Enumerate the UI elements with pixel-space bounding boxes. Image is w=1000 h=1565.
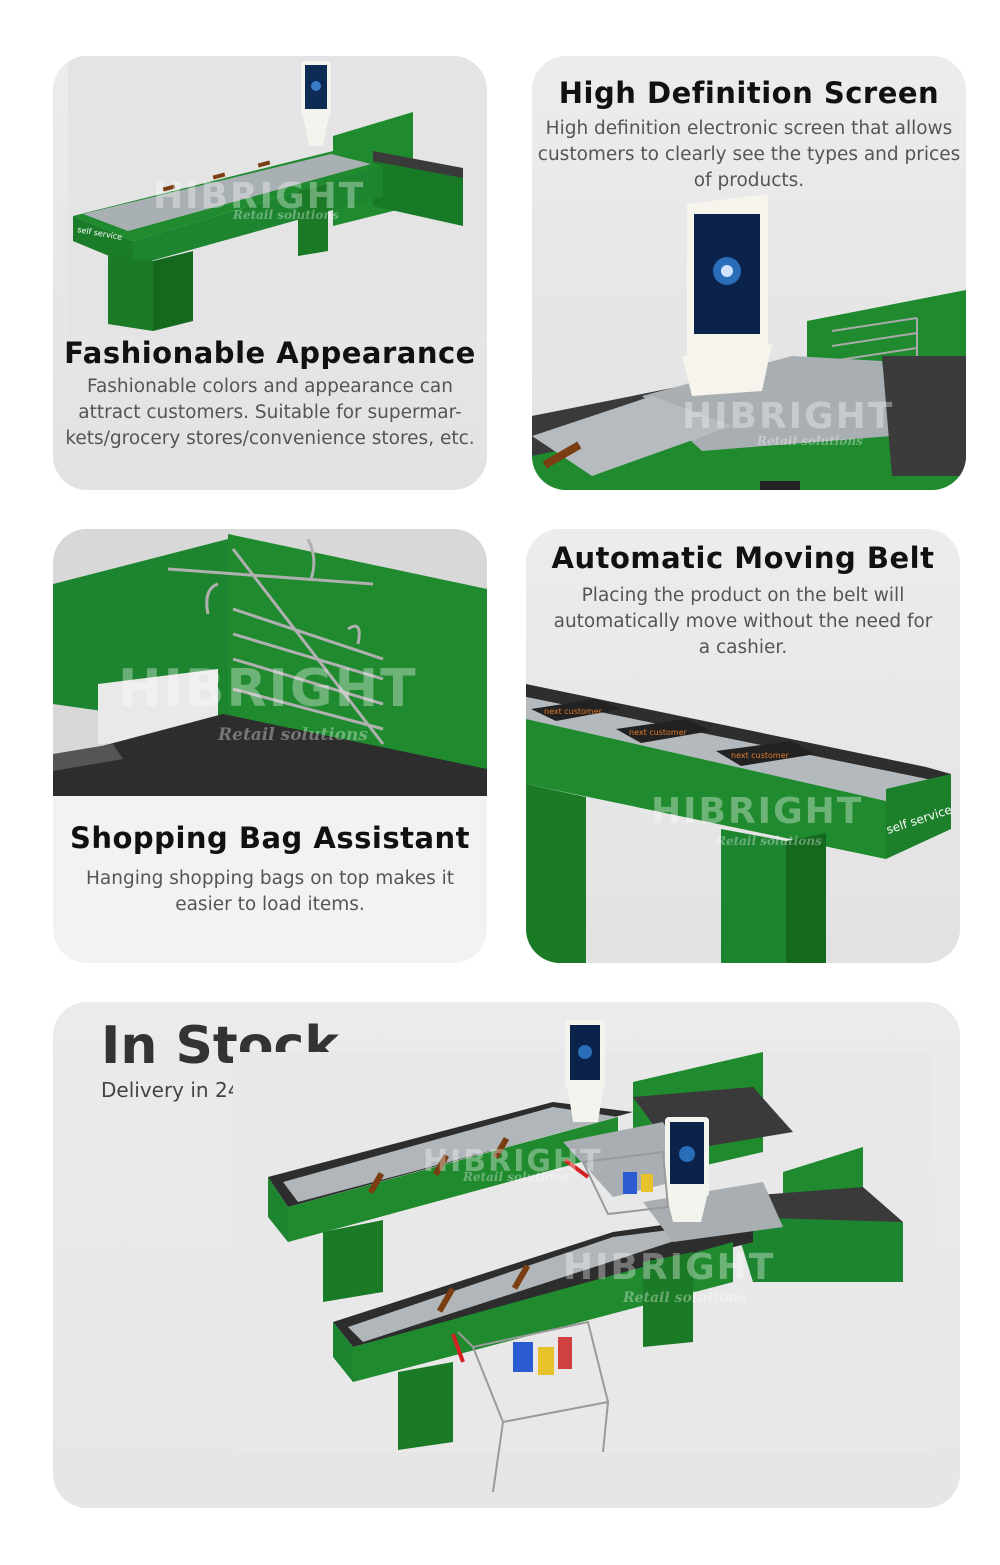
card-fashionable-appearance: self service HIBRIGHT Retail solutions F… bbox=[53, 56, 487, 490]
checkout-counter-illustration: self service bbox=[68, 56, 487, 336]
moving-belt-illustration: next customer next customer next custome… bbox=[526, 684, 954, 963]
svg-text:next customer: next customer bbox=[629, 728, 688, 737]
belt-divider: next customer bbox=[716, 741, 816, 766]
watermark-tagline: Retail solutions bbox=[623, 1290, 747, 1306]
watermark-brand: HIBRIGHT bbox=[651, 791, 864, 832]
card-title: Fashionable Appearance bbox=[64, 336, 476, 370]
watermark-brand: HIBRIGHT bbox=[118, 659, 418, 719]
card-high-definition-screen: High Definition Screen High definition e… bbox=[532, 56, 966, 490]
watermark-brand: HIBRIGHT bbox=[563, 1247, 776, 1288]
svg-text:next customer: next customer bbox=[544, 707, 603, 716]
card-automatic-moving-belt: Automatic Moving Belt Placing the produc… bbox=[526, 529, 960, 963]
watermark-tagline: Retail solutions bbox=[463, 1170, 569, 1184]
watermark-brand: HIBRIGHT bbox=[423, 1144, 603, 1179]
dual-counter-illustration bbox=[233, 1020, 933, 1493]
screen-illustration bbox=[532, 194, 966, 490]
watermark-tagline: Retail solutions bbox=[233, 208, 339, 222]
card-in-stock: In Stock Delivery in 24 hours bbox=[53, 1002, 960, 1508]
watermark-brand: HIBRIGHT bbox=[682, 396, 895, 437]
card-description: Placing the product on the belt will aut… bbox=[553, 585, 933, 658]
watermark-tagline: Retail solutions bbox=[757, 434, 863, 448]
card-title: Automatic Moving Belt bbox=[551, 541, 935, 575]
watermark-tagline: Retail solutions bbox=[218, 725, 368, 745]
svg-text:next customer: next customer bbox=[731, 751, 790, 760]
watermark-brand: HIBRIGHT bbox=[153, 176, 366, 217]
card-description: Fashionable colors and appearance can at… bbox=[65, 376, 475, 449]
bag-rack-illustration bbox=[53, 529, 487, 796]
card-shopping-bag-assistant: HIBRIGHT Retail solutions Shopping Bag A… bbox=[53, 529, 487, 963]
belt-divider: next customer bbox=[531, 699, 621, 721]
card-title: High Definition Screen bbox=[558, 76, 940, 110]
belt-divider: next customer bbox=[616, 719, 711, 743]
watermark-tagline: Retail solutions bbox=[716, 834, 822, 848]
card-description: Hanging shopping bags on top makes it ea… bbox=[85, 868, 455, 915]
card-title: Shopping Bag Assistant bbox=[69, 821, 471, 855]
card-description: High definition electronic screen that a… bbox=[537, 118, 961, 191]
